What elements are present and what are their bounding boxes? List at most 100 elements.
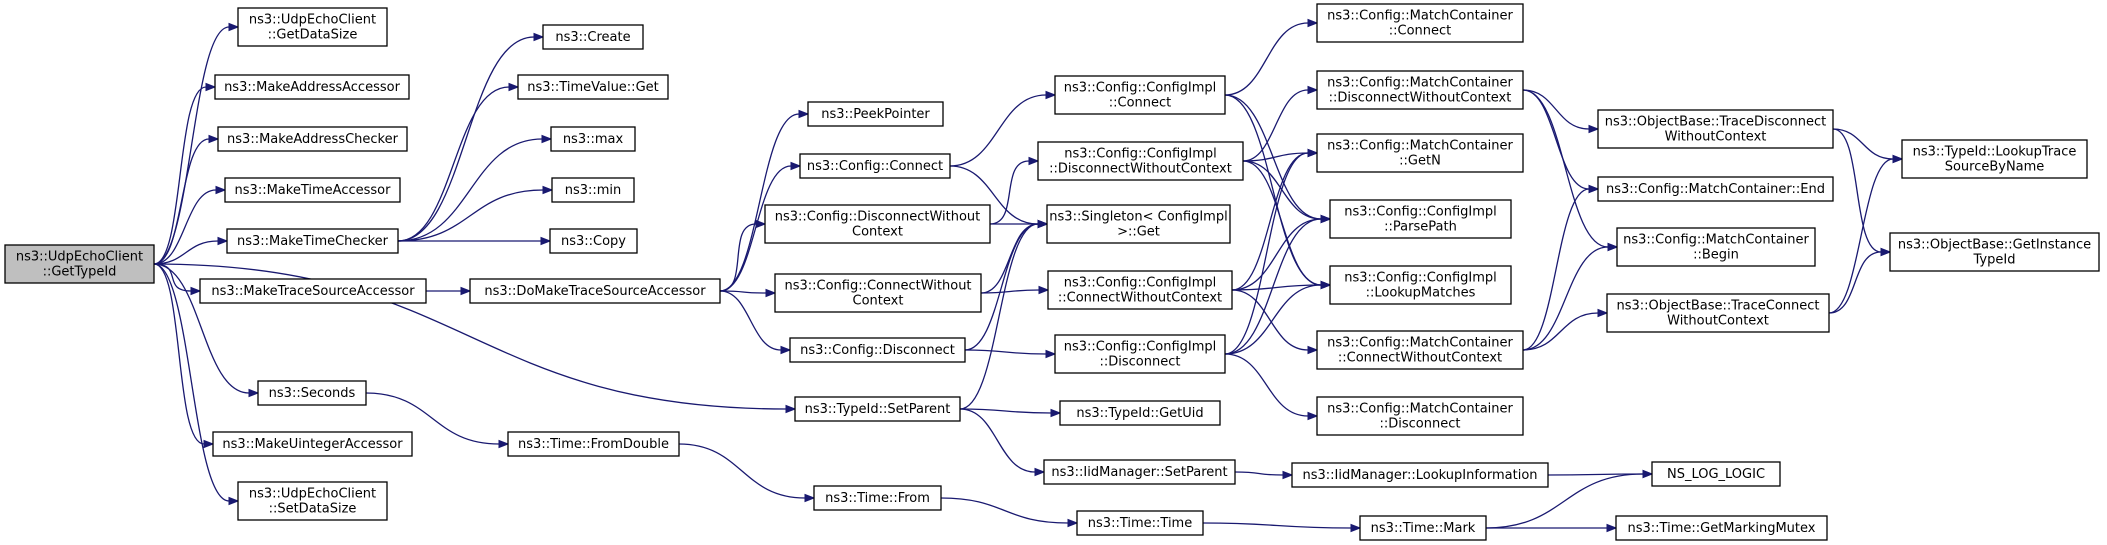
node-label-line: ::GetN [1399, 154, 1441, 169]
node-impllookup[interactable]: ns3::Config::ConfigImpl::LookupMatches [1329, 265, 1512, 305]
node-label-line: ns3::Create [555, 30, 630, 45]
node-box [212, 431, 413, 457]
node-label-line: ns3::TypeId::SetParent [805, 402, 951, 417]
node-box [774, 273, 982, 313]
node-implconnwoctx[interactable]: ns3::Config::ConfigImpl::ConnectWithoutC… [1047, 270, 1233, 310]
node-iidsetparent[interactable]: ns3::IidManager::SetParent [1043, 459, 1236, 485]
node-min[interactable]: ns3::min [551, 177, 635, 203]
node-mcend[interactable]: ns3::Config::MatchContainer::End [1597, 176, 1834, 202]
node-label-line: ::SetDataSize [269, 502, 357, 517]
edge-line [1828, 158, 1894, 314]
node-timevalueget[interactable]: ns3::TimeValue::Get [517, 74, 669, 100]
node-cfgdiscwoctx[interactable]: ns3::Config::DisconnectWithoutContext [764, 204, 991, 244]
node-maketracesrcacc[interactable]: ns3::MakeTraceSourceAccessor [199, 278, 427, 304]
node-mcdisconnect[interactable]: ns3::Config::MatchContainer::Disconnect [1316, 396, 1524, 436]
node-mcconnwoctx[interactable]: ns3::Config::MatchContainer::ConnectWith… [1316, 330, 1524, 370]
node-cfgconnect[interactable]: ns3::Config::Connect [799, 153, 951, 179]
node-cfgdisconnect[interactable]: ns3::Config::Disconnect [789, 337, 966, 363]
node-obtracedisc[interactable]: ns3::ObjectBase::TraceDisconnectWithoutC… [1597, 109, 1834, 149]
node-getdatasize[interactable]: ns3::UdpEchoClient::GetDataSize [237, 7, 388, 47]
edge-implconnwoctx-to-mcconnwoctx [1231, 289, 1319, 355]
node-timetime[interactable]: ns3::Time::Time [1076, 510, 1204, 536]
arrowhead-icon [1037, 219, 1049, 229]
node-box [224, 177, 401, 203]
node-box [517, 74, 669, 100]
node-obtraceconn[interactable]: ns3::ObjectBase::TraceConnectWithoutCont… [1606, 293, 1830, 333]
arrowhead-icon [460, 286, 472, 296]
node-label-line: ns3::ObjectBase::TraceConnect [1616, 299, 1819, 314]
node-nsloglogic[interactable]: NS_LOG_LOGIC [1651, 461, 1781, 487]
node-max[interactable]: ns3::max [550, 126, 636, 152]
node-box [1329, 265, 1512, 305]
node-label-line: ::Connect [1109, 96, 1172, 111]
node-makeuintacc[interactable]: ns3::MakeUintegerAccessor [212, 431, 413, 457]
node-maketimechk[interactable]: ns3::MakeTimeChecker [226, 228, 399, 254]
edge-line [1485, 473, 1644, 529]
node-copy[interactable]: ns3::Copy [549, 228, 638, 254]
edge-typeidsetparent-to-singletonget [959, 219, 1049, 410]
node-getmarkingmutex[interactable]: ns3::Time::GetMarkingMutex [1615, 515, 1828, 541]
arrowhead-icon [765, 288, 777, 298]
arrowhead-icon [533, 32, 545, 42]
node-implconnect[interactable]: ns3::Config::ConfigImpl::Connect [1054, 75, 1226, 115]
node-makeaddrchk[interactable]: ns3::MakeAddressChecker [217, 126, 408, 152]
edge-line [1522, 312, 1599, 351]
edge-line [1242, 160, 1322, 286]
node-implparsepath[interactable]: ns3::Config::ConfigImpl::ParsePath [1329, 199, 1512, 239]
edge-line [940, 497, 1069, 524]
edge-line [959, 408, 1052, 414]
node-label-line: ns3::MakeAddressAccessor [224, 80, 401, 95]
arrowhead-icon [1045, 349, 1057, 359]
node-setdatasize[interactable]: ns3::UdpEchoClient::SetDataSize [237, 481, 388, 521]
node-label-line: ns3::Config::ConfigImpl [1064, 340, 1217, 355]
node-typeidgetuid[interactable]: ns3::TypeId::GetUid [1059, 400, 1221, 426]
node-mcbegin[interactable]: ns3::Config::MatchContainer::Begin [1616, 227, 1816, 267]
edge-impldiscwoctx-to-mcdiscwoctx [1242, 85, 1319, 162]
edge-timefromdouble-to-timefrom [678, 443, 816, 503]
node-cfgconnwoctx[interactable]: ns3::Config::ConnectWithoutContext [774, 273, 982, 313]
edge-timefrom-to-timetime [940, 497, 1079, 528]
node-maketimeacc[interactable]: ns3::MakeTimeAccessor [224, 177, 401, 203]
node-timemark[interactable]: ns3::Time::Mark [1359, 515, 1487, 541]
arrowhead-icon [190, 286, 202, 296]
node-seconds[interactable]: ns3::Seconds [257, 380, 367, 406]
node-box [550, 126, 636, 152]
node-label-line: ::Disconnect [1380, 417, 1461, 432]
node-impldisconnect[interactable]: ns3::Config::ConfigImpl::Disconnect [1054, 334, 1226, 374]
node-mcdiscwoctx[interactable]: ns3::Config::MatchContainer::DisconnectW… [1316, 70, 1524, 110]
edge-line [1224, 152, 1309, 355]
node-box [1059, 400, 1221, 426]
node-makeaddracc[interactable]: ns3::MakeAddressAccessor [214, 74, 410, 100]
call-edges [153, 18, 1904, 533]
node-iidlookupinfo[interactable]: ns3::IidManager::LookupInformation [1291, 462, 1549, 488]
node-box [1651, 461, 1781, 487]
edge-line [153, 138, 210, 265]
node-box [237, 7, 388, 47]
node-mcgetn[interactable]: ns3::Config::MatchContainer::GetN [1316, 133, 1524, 173]
node-singletonget[interactable]: ns3::Singleton< ConfigImpl>::Get [1046, 204, 1231, 244]
node-mcconnect[interactable]: ns3::Config::MatchContainer::Connect [1316, 3, 1524, 43]
node-peekpointer[interactable]: ns3::PeekPointer [807, 101, 944, 127]
node-box [813, 485, 942, 511]
edge-line [153, 263, 250, 394]
node-timefrom[interactable]: ns3::Time::From [813, 485, 942, 511]
node-impldiscwoctx[interactable]: ns3::Config::ConfigImpl::DisconnectWitho… [1037, 141, 1244, 181]
node-label-line: ns3::ObjectBase::GetInstance [1898, 238, 2091, 253]
node-label-line: ns3::Config::ConfigImpl [1064, 147, 1217, 162]
node-box [237, 481, 388, 521]
node-typeidsetparent[interactable]: ns3::TypeId::SetParent [794, 396, 961, 422]
node-create[interactable]: ns3::Create [542, 24, 644, 50]
node-domaketsa[interactable]: ns3::DoMakeTraceSourceAccessor [469, 278, 721, 304]
node-label-line: ns3::Time::Time [1088, 516, 1192, 531]
edge-line [1522, 89, 1590, 190]
edge-iidsetparent-to-iidlookupinfo [1234, 470, 1294, 480]
edge-typeidsetparent-to-iidsetparent [959, 408, 1046, 477]
arrowhead-icon [205, 82, 217, 92]
node-timefromdouble[interactable]: ns3::Time::FromDouble [507, 431, 680, 457]
node-root[interactable]: ns3::UdpEchoClient::GetTypeId [4, 244, 155, 284]
node-label-line: ::ConnectWithoutContext [1338, 351, 1502, 366]
edge-cfgdiscwoctx-to-impldiscwoctx [989, 156, 1040, 225]
